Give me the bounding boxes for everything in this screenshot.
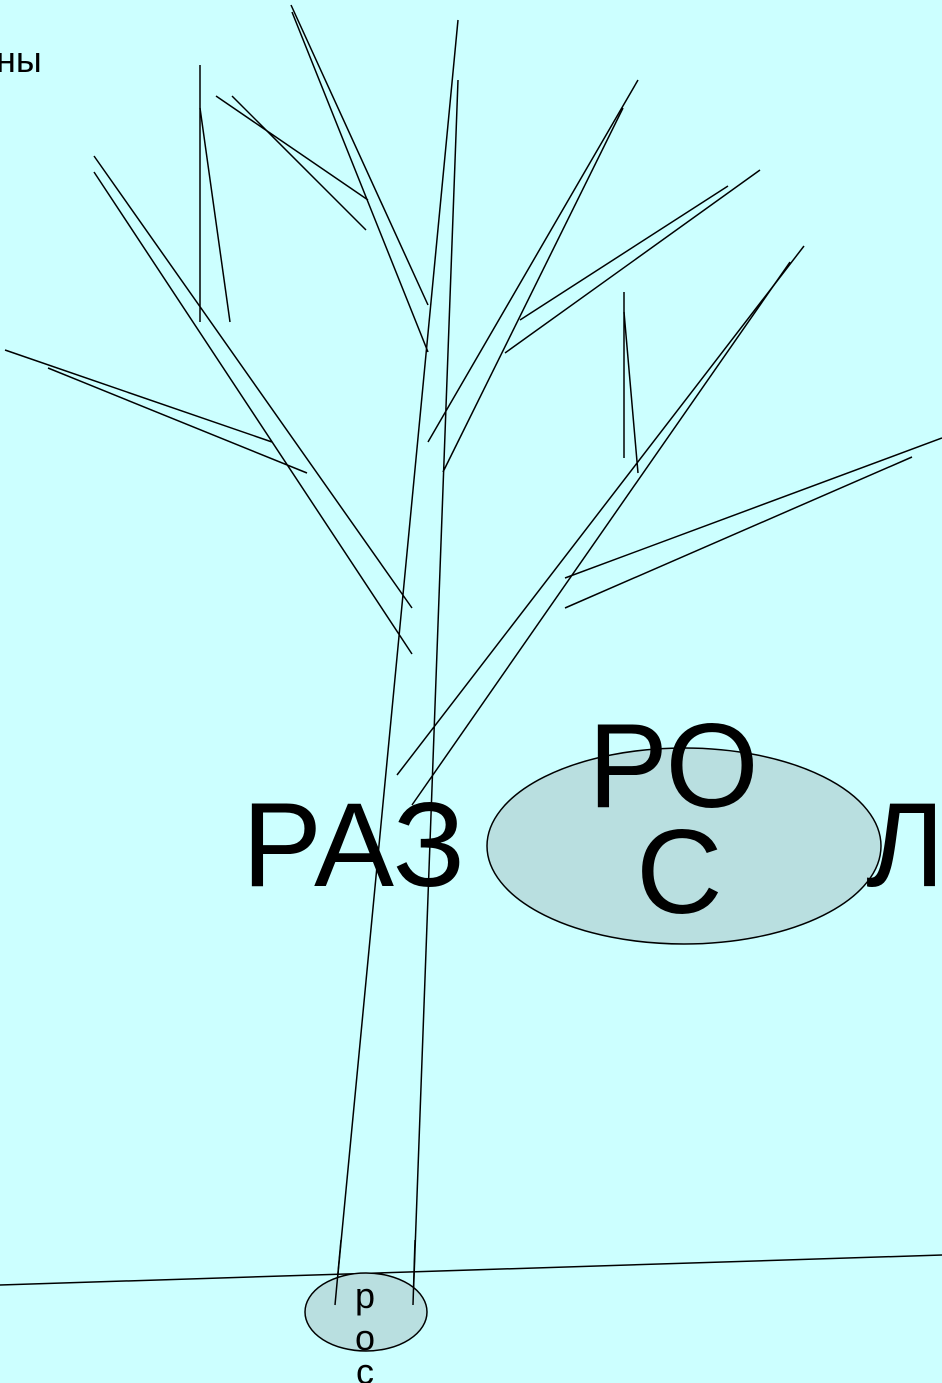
corner-text: ны bbox=[0, 39, 42, 80]
branch-line bbox=[4, 349, 273, 443]
branch-line bbox=[564, 456, 913, 609]
branch-line bbox=[47, 367, 308, 474]
small-root-letter: о bbox=[355, 1317, 376, 1358]
word-root-line2: С bbox=[636, 805, 723, 939]
branch-line bbox=[623, 311, 639, 474]
branch-line bbox=[504, 169, 761, 354]
trunk-line-left bbox=[334, 19, 459, 1306]
branch-line bbox=[564, 437, 942, 579]
branch-line bbox=[290, 4, 429, 306]
root-highlight-ellipse bbox=[486, 747, 882, 945]
trunk-line-right bbox=[412, 1239, 416, 1306]
small-root-letter: р bbox=[355, 1275, 376, 1316]
branch-line bbox=[199, 107, 231, 323]
branch-line bbox=[93, 171, 413, 655]
branch-line bbox=[442, 107, 624, 473]
ground-line bbox=[0, 1254, 942, 1286]
branch-line bbox=[396, 245, 805, 776]
trunk-line-left bbox=[334, 1239, 342, 1306]
branch-line bbox=[215, 95, 369, 201]
branch-line bbox=[231, 95, 367, 231]
branch-line bbox=[519, 185, 729, 321]
branch-line bbox=[291, 11, 429, 353]
small-root-letter: с bbox=[356, 1351, 374, 1383]
branch-line bbox=[411, 261, 791, 806]
trunk-line-right bbox=[412, 79, 459, 1306]
branch-line bbox=[427, 79, 639, 443]
branch-line bbox=[93, 155, 413, 609]
word-root-line1: РО bbox=[588, 699, 759, 833]
word-suffix: Л bbox=[866, 778, 942, 912]
word-prefix: РАЗ bbox=[242, 778, 466, 912]
